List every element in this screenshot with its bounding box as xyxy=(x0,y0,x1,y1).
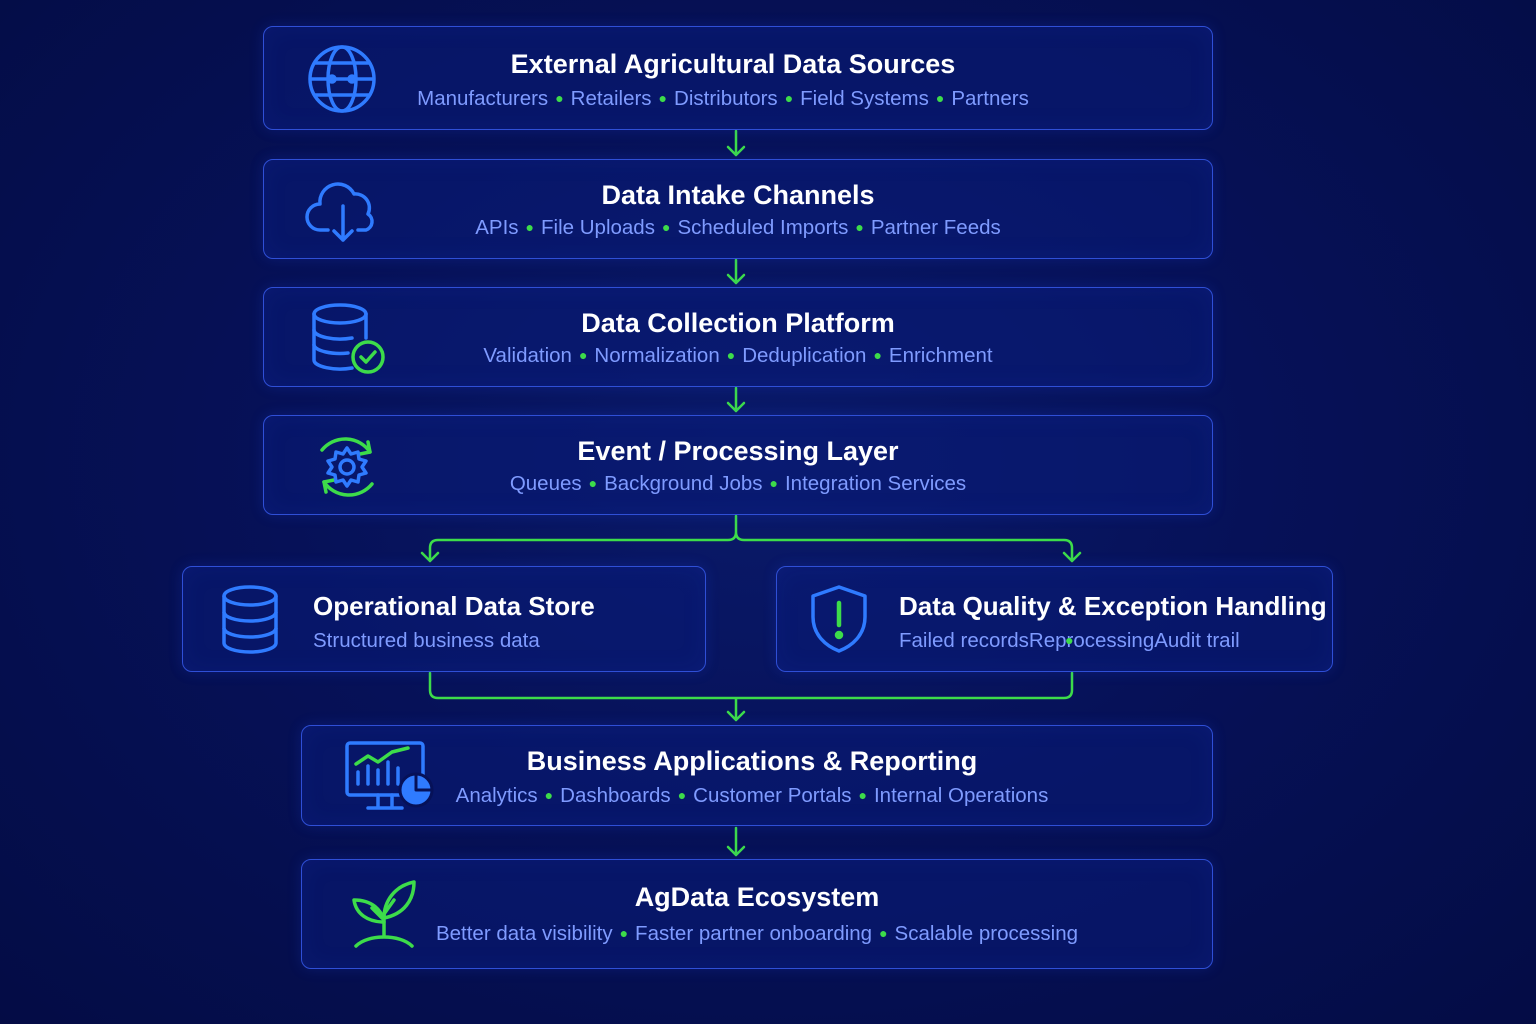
arrow-intake-to-collection xyxy=(726,258,746,285)
separator-dot: ● xyxy=(619,925,629,941)
sub-item: Better data visibility xyxy=(435,922,613,945)
separator-dot: ● xyxy=(935,90,945,106)
separator-dot: ● xyxy=(873,347,882,363)
node-subitems: Validation ● Normalization ● Deduplication ● E… xyxy=(264,344,1212,368)
separator-dot: ● xyxy=(769,475,778,491)
sub-item: Background Jobs xyxy=(604,472,763,495)
arrow-processing-split xyxy=(420,514,1082,563)
sub-item: Field Systems xyxy=(800,87,929,110)
separator-dot: ● xyxy=(1065,632,1074,648)
database-check-icon xyxy=(312,302,388,381)
node-title: External Agricultural Data Sources xyxy=(510,49,956,79)
arrow-sources-to-intake xyxy=(726,129,746,157)
sub-item: File Uploads xyxy=(541,216,655,239)
separator-dot: ● xyxy=(726,347,736,363)
sub-item: Integration Services xyxy=(784,472,967,495)
node-title: Data Intake Channels xyxy=(601,180,875,210)
arrow-merge-to-apps xyxy=(428,671,1074,722)
separator-dot: ● xyxy=(588,475,598,491)
node-title: Business Applications & Reporting xyxy=(526,746,978,776)
separator-dot: ● xyxy=(879,925,888,941)
node-operational-data-store: Operational Data Store Structured busine… xyxy=(182,566,706,672)
sub-item: Enrichment xyxy=(888,344,993,367)
sub-item: Validation xyxy=(483,344,572,367)
sub-item: Audit trail xyxy=(1154,629,1240,652)
separator-dot: ● xyxy=(858,787,867,803)
node-subitems: Better data visibility ● Faster partner on… xyxy=(302,922,1212,946)
globe-icon xyxy=(306,43,378,120)
shield-alert-icon xyxy=(807,583,871,660)
sub-item: Customer Portals xyxy=(693,784,852,807)
node-title: Operational Data Store xyxy=(313,591,595,621)
node-subitems: Queues ● Background Jobs ● Integration Servi… xyxy=(264,472,1212,496)
node-subitems: Analytics ● Dashboards ● Customer Portals ● In… xyxy=(292,784,1212,808)
sub-item: Failed records xyxy=(899,629,1029,652)
separator-dot: ● xyxy=(1065,632,1074,648)
node-subitems: Manufacturers ● Retailers ● Distributors ● Fie… xyxy=(234,87,1212,111)
sub-item: Partners xyxy=(951,87,1029,110)
node-data-collection-platform: Data Collection Platform Validation ● Norm… xyxy=(263,287,1213,387)
separator-dot: ● xyxy=(658,90,668,106)
node-title: Event / Processing Layer xyxy=(577,436,899,466)
arrow-apps-to-ecosystem xyxy=(726,826,746,857)
node-data-quality-exception-handling: Data Quality & Exception Handling Failed… xyxy=(776,566,1333,672)
sub-item: Analytics xyxy=(455,784,538,807)
sub-item: Structured business data xyxy=(313,629,540,652)
sub-item: Faster partner onboarding xyxy=(635,922,873,945)
sub-item: Scheduled Imports xyxy=(677,216,849,239)
node-subitems: Failed records●Reprocessing●Audit trail xyxy=(899,629,1240,653)
sub-item: Retailers xyxy=(570,87,652,110)
separator-dot: ● xyxy=(855,219,864,235)
node-title: Data Quality & Exception Handling xyxy=(899,591,1327,621)
sub-item: Normalization xyxy=(594,344,720,367)
separator-dot: ● xyxy=(578,347,588,363)
cloud-download-icon xyxy=(304,176,384,251)
node-agdata-ecosystem: AgData Ecosystem Better data visibility ●… xyxy=(301,859,1213,969)
sub-item: Reprocessing xyxy=(1028,629,1155,652)
sprout-icon xyxy=(348,878,420,955)
separator-dot: ● xyxy=(555,90,564,106)
separator-dot: ● xyxy=(784,90,794,106)
sub-item: APIs xyxy=(475,216,519,239)
sub-item: Deduplication xyxy=(742,344,867,367)
node-external-data-sources: External Agricultural Data Sources Manuf… xyxy=(263,26,1213,130)
node-subitems: Structured business data xyxy=(313,629,540,653)
sub-item: Scalable processing xyxy=(894,922,1079,945)
node-event-processing-layer: Event / Processing Layer Queues ● Backgrou… xyxy=(263,415,1213,515)
node-business-applications-reporting: Business Applications & Reporting Analyt… xyxy=(301,725,1213,826)
sub-item: Dashboards xyxy=(560,784,671,807)
arrow-collection-to-processing xyxy=(726,386,746,413)
analytics-monitor-icon xyxy=(344,740,436,819)
separator-dot: ● xyxy=(661,219,671,235)
node-subitems: APIs ● File Uploads ● Scheduled Imports ● Part… xyxy=(264,216,1212,240)
node-title: Data Collection Platform xyxy=(581,308,895,338)
node-data-intake-channels: Data Intake Channels APIs ● File Uploads ● S… xyxy=(263,159,1213,259)
separator-dot: ● xyxy=(544,787,554,803)
node-title: AgData Ecosystem xyxy=(634,882,880,912)
sub-item: Manufacturers xyxy=(417,87,549,110)
sub-item: Queues xyxy=(509,472,582,495)
database-icon xyxy=(221,585,279,660)
sub-item: Distributors xyxy=(674,87,778,110)
sub-item: Internal Operations xyxy=(873,784,1049,807)
separator-dot: ● xyxy=(525,219,535,235)
separator-dot: ● xyxy=(677,787,687,803)
gear-cycle-icon xyxy=(310,430,384,509)
sub-item: Partner Feeds xyxy=(870,216,1001,239)
